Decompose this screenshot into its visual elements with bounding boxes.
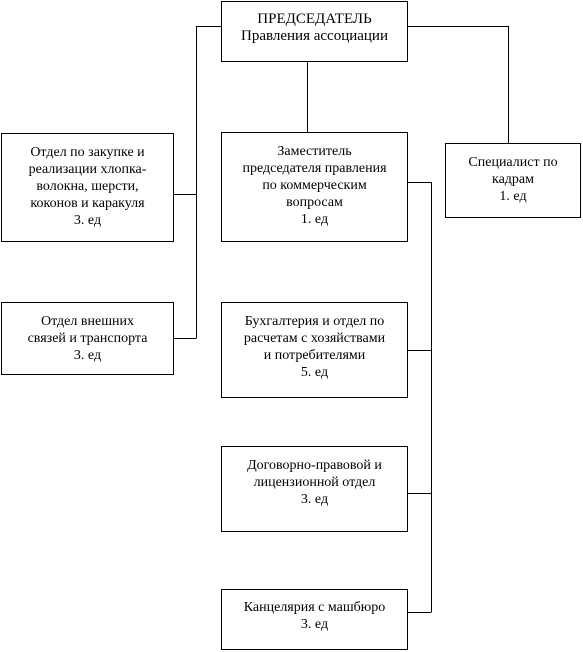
node-hr-line: Специалист по	[468, 155, 558, 170]
node-external-line: связей и транспорта	[27, 331, 148, 346]
node-legal-count: 3. ед	[300, 492, 329, 507]
node-deputy-count: 1. ед	[300, 212, 329, 227]
node-office-line: Канцелярия с машбюро	[243, 600, 386, 615]
node-external-line: Отдел внешних	[41, 314, 134, 329]
node-deputy-line: по коммерческим	[262, 178, 367, 193]
node-deputy-line: председателя правления	[242, 161, 387, 176]
node-purchase-count: 3. ед	[73, 213, 102, 228]
connector-chairman-hr	[408, 26, 509, 143]
node-purchase-dept: Отдел по закупке и реализации хлопка- во…	[1, 133, 174, 242]
node-deputy-chairman: Заместитель председателя правления по ко…	[221, 132, 408, 242]
node-deputy-line: Заместитель	[277, 144, 352, 159]
node-accounting-dept: Бухгалтерия и отдел по расчетам с хозяйс…	[221, 302, 408, 398]
node-purchase-line: реализации хлопка-	[28, 162, 147, 177]
connector-deputy-right-spine	[408, 182, 432, 612]
node-purchase-line: коконов и каракуля	[30, 196, 145, 211]
node-legal-dept: Договорно-правовой и лицензионной отдел …	[221, 446, 408, 532]
node-accounting-line: расчетам с хозяйствами	[243, 331, 386, 346]
node-accounting-line: и потребителями	[263, 348, 366, 363]
node-office: Канцелярия с машбюро 3. ед	[221, 589, 408, 650]
node-chairman: ПРЕДСЕДАТЕЛЬ Правления ассоциации	[221, 1, 408, 62]
node-accounting-line: Бухгалтерия и отдел по	[244, 314, 385, 329]
node-legal-line: лицензионной отдел	[253, 475, 376, 490]
node-purchase-line: Отдел по закупке и	[30, 145, 145, 160]
node-accounting-count: 5. ед	[300, 365, 329, 380]
node-hr-count: 1. ед	[499, 189, 527, 204]
node-deputy-line: вопросам	[286, 195, 343, 210]
connector-chairman-left-spine	[196, 26, 221, 338]
node-external-dept: Отдел внешних связей и транспорта 3. ед	[1, 302, 174, 375]
node-chairman-title: ПРЕДСЕДАТЕЛЬ	[257, 11, 372, 27]
node-hr-line: кадрам	[492, 172, 534, 187]
node-legal-line: Договорно-правовой и	[247, 458, 382, 473]
node-hr-specialist: Специалист по кадрам 1. ед	[445, 143, 581, 218]
node-office-count: 3. ед	[300, 617, 329, 632]
node-chairman-subtitle: Правления ассоциации	[241, 28, 388, 44]
node-purchase-line: волокна, шерсти,	[36, 179, 139, 194]
node-external-count: 3. ед	[73, 348, 102, 363]
